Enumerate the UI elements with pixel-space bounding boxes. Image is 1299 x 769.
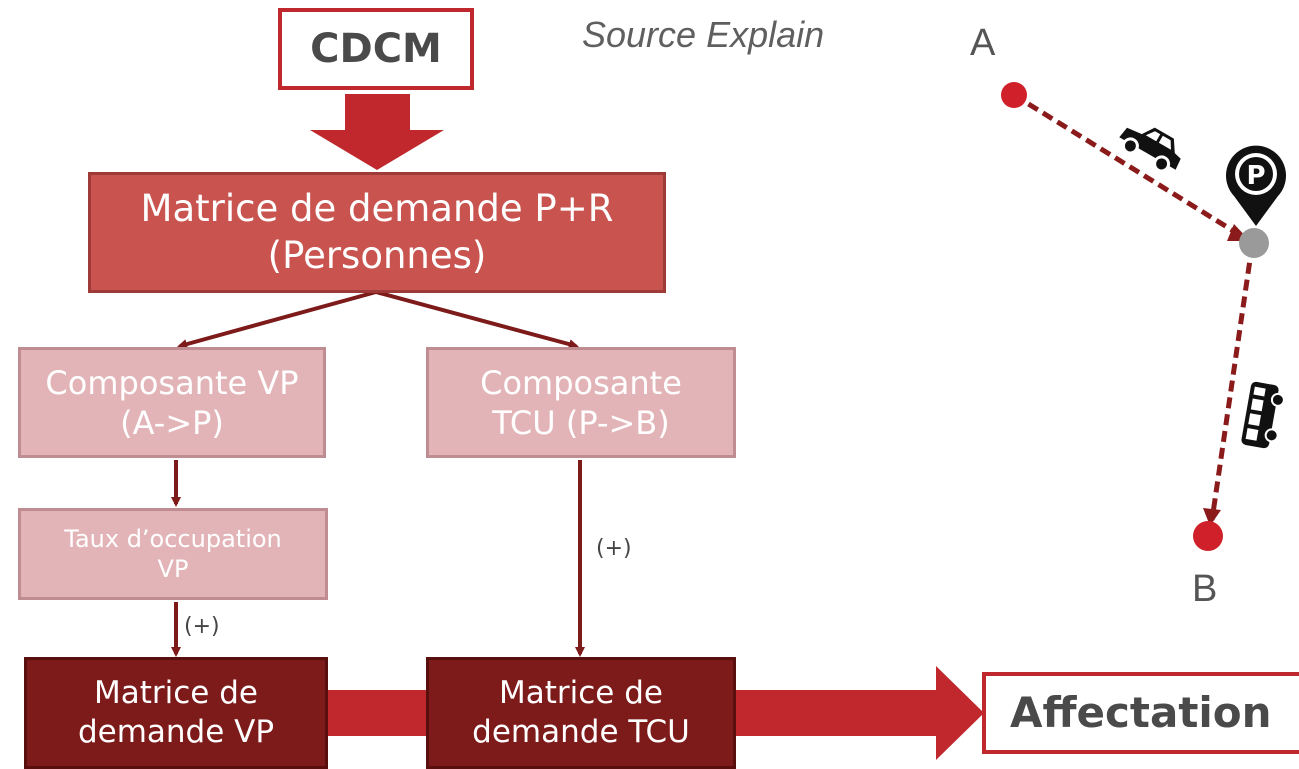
car-icon bbox=[1119, 127, 1181, 173]
composante-tcu-line2: TCU (P->B) bbox=[492, 403, 670, 442]
arrow-to-vp bbox=[177, 290, 377, 349]
route-parking-to-b bbox=[1209, 245, 1255, 521]
matrice-tcu-box: Matrice de demande TCU bbox=[426, 657, 736, 769]
parking-pin-icon: P bbox=[1226, 145, 1286, 226]
bus-icon bbox=[1241, 381, 1285, 449]
parking-node-dot bbox=[1239, 228, 1269, 258]
matrice-vp-line1: Matrice de bbox=[94, 675, 258, 712]
vp-plus-label: (+) bbox=[184, 614, 220, 639]
affectation-box: Affectation bbox=[982, 672, 1299, 754]
arrow-to-tcu bbox=[375, 290, 579, 350]
page-title: Source Explain bbox=[582, 14, 825, 55]
point-a-label: A bbox=[970, 22, 996, 64]
taux-line2: VP bbox=[157, 555, 189, 583]
cdcm-box: CDCM bbox=[278, 8, 474, 90]
matrice-tcu-line2: demande TCU bbox=[472, 714, 690, 750]
flow-bar-vp-tcu bbox=[328, 690, 428, 736]
composante-vp-line1: Composante VP bbox=[45, 363, 299, 402]
route-arrowhead-b bbox=[1203, 508, 1221, 526]
matrice-pr-box: Matrice de demande P+R (Personnes) bbox=[88, 172, 666, 293]
taux-line1: Taux d’occupation bbox=[64, 525, 282, 553]
taux-occupation-box: Taux d’occupation VP bbox=[18, 508, 328, 600]
matrice-vp-box: Matrice de demande VP bbox=[24, 657, 328, 769]
affectation-label: Affectation bbox=[1010, 687, 1272, 737]
composante-vp-box: Composante VP (A->P) bbox=[18, 347, 326, 458]
flow-arrow-to-affectation bbox=[736, 666, 984, 760]
matrice-tcu-line1: Matrice de bbox=[499, 675, 663, 712]
composante-tcu-line1: Composante bbox=[480, 363, 682, 402]
cdcm-down-arrow bbox=[310, 94, 444, 170]
point-b-dot bbox=[1193, 521, 1223, 551]
composante-tcu-box: Composante TCU (P->B) bbox=[426, 347, 736, 458]
point-b-label: B bbox=[1192, 568, 1218, 610]
matrice-pr-line2: (Personnes) bbox=[267, 233, 487, 277]
matrice-vp-line2: demande VP bbox=[77, 714, 275, 750]
point-a-dot bbox=[1001, 82, 1027, 108]
parking-symbol: P bbox=[1246, 161, 1265, 191]
composante-vp-line2: (A->P) bbox=[120, 403, 224, 442]
matrice-pr-line1: Matrice de demande P+R bbox=[140, 187, 614, 231]
cdcm-label: CDCM bbox=[310, 26, 442, 72]
route-a-to-parking bbox=[1012, 92, 1250, 243]
tcu-plus-label: (+) bbox=[596, 536, 632, 561]
